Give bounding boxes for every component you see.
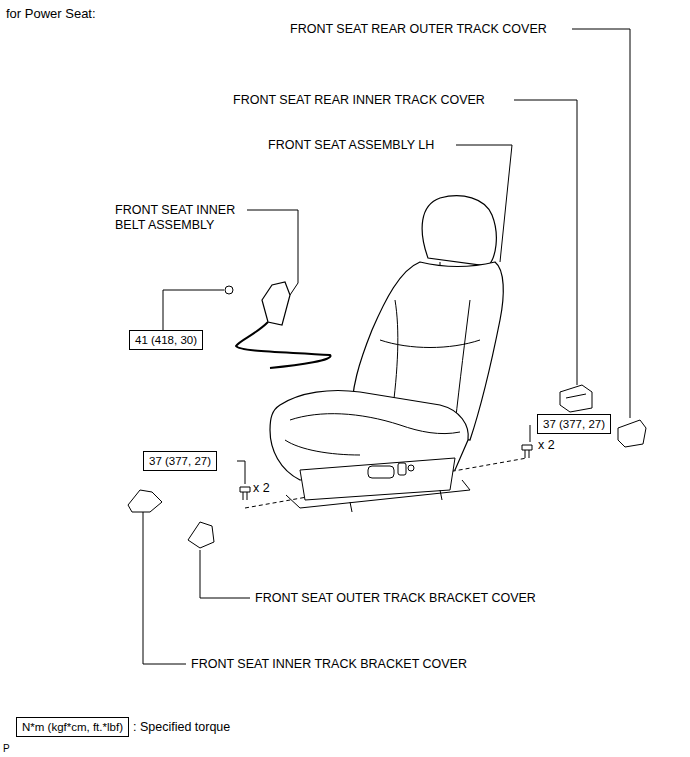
part-name: FRONT SEAT REAR INNER TRACK COVER — [233, 93, 485, 108]
part-name: FRONT SEAT OUTER TRACK BRACKET COVER — [255, 591, 536, 606]
part-name: FRONT SEAT INNER BELT ASSEMBLY — [115, 203, 247, 233]
torque-value: 37 (377, 27) — [543, 418, 605, 430]
part-name: FRONT SEAT REAR OUTER TRACK COVER — [290, 22, 547, 37]
torque-value: 37 (377, 27) — [149, 455, 211, 467]
torque-box: 37 (377, 27) — [537, 414, 611, 434]
torque-unit-box: N*m (kgf*cm, ft.*lbf) — [16, 717, 129, 737]
torque-box: 41 (418, 30) — [129, 330, 203, 350]
torque-box: 37 (377, 27) — [143, 451, 217, 471]
torque-value: N*m (kgf*cm, ft.*lbf) — [22, 721, 123, 733]
figure-code: P — [3, 741, 10, 756]
legend-text: : Specified torque — [133, 720, 230, 735]
quantity: x 2 — [253, 481, 270, 496]
quantity: x 2 — [538, 438, 555, 453]
torque-value: 41 (418, 30) — [135, 334, 197, 346]
page-title: for Power Seat: — [6, 6, 96, 21]
part-name: FRONT SEAT ASSEMBLY LH — [268, 138, 434, 153]
part-name: FRONT SEAT INNER TRACK BRACKET COVER — [191, 657, 467, 672]
